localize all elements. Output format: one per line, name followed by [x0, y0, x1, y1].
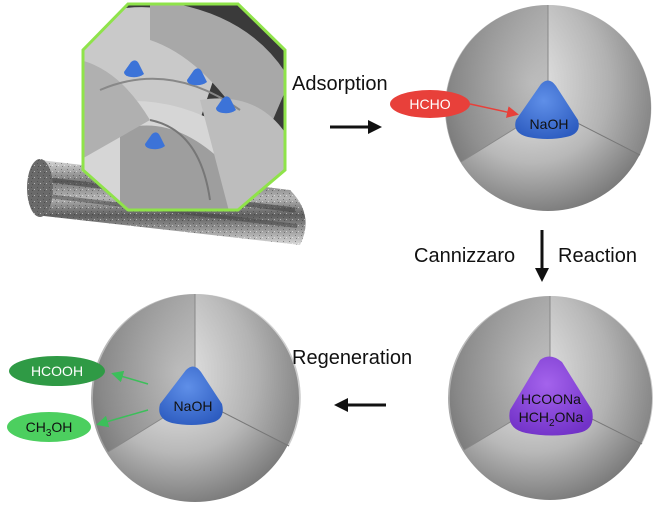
naoh-particle-icon — [187, 68, 207, 86]
regeneration-arrow-icon — [334, 398, 386, 412]
hcho-label: HCHO — [409, 96, 450, 112]
naoh-label-top: NaOH — [530, 116, 569, 132]
naoh-blob-adsorption — [515, 80, 579, 139]
cannizzaro-arrow-icon — [535, 230, 549, 282]
salt-blob — [509, 356, 593, 436]
hcoona-label: HCOONa — [521, 391, 581, 407]
zoom-inset — [81, 2, 287, 212]
cannizzaro-label: Cannizzaro — [414, 245, 515, 267]
reaction-label: Reaction — [558, 245, 637, 267]
hcooh-molecule — [9, 356, 105, 386]
naoh-particle-icon — [216, 96, 236, 114]
hcooh-label: HCOOH — [31, 363, 83, 379]
pore-sphere-adsorption — [445, 4, 652, 211]
adsorption-label: Adsorption — [292, 73, 388, 95]
regeneration-label: Regeneration — [292, 347, 412, 369]
ch3oh-molecule — [7, 412, 91, 442]
hcho-molecule — [390, 90, 470, 118]
hcho-arrow — [469, 103, 519, 118]
naoh-particle-icon — [145, 132, 165, 150]
hch2ona-label: HCH2ONa — [519, 409, 584, 429]
adsorption-arrow-icon — [330, 120, 382, 134]
ch3oh-arrow — [96, 409, 149, 428]
hcooh-arrow — [111, 370, 149, 385]
naoh-particle-icon — [124, 60, 144, 78]
naoh-label-bottom: NaOH — [174, 398, 213, 414]
ch3oh-label: CH3OH — [26, 419, 73, 439]
naoh-blob-regeneration — [159, 366, 223, 425]
